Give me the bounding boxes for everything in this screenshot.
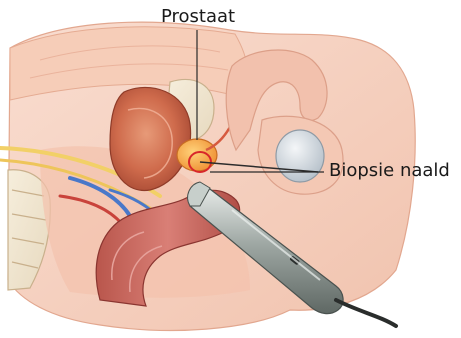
prostaat-label: Prostaat: [161, 8, 235, 26]
testis: [276, 130, 324, 182]
biopsy-needle-label: Biopsie naald: [329, 162, 450, 180]
probe-cable: [336, 300, 396, 326]
